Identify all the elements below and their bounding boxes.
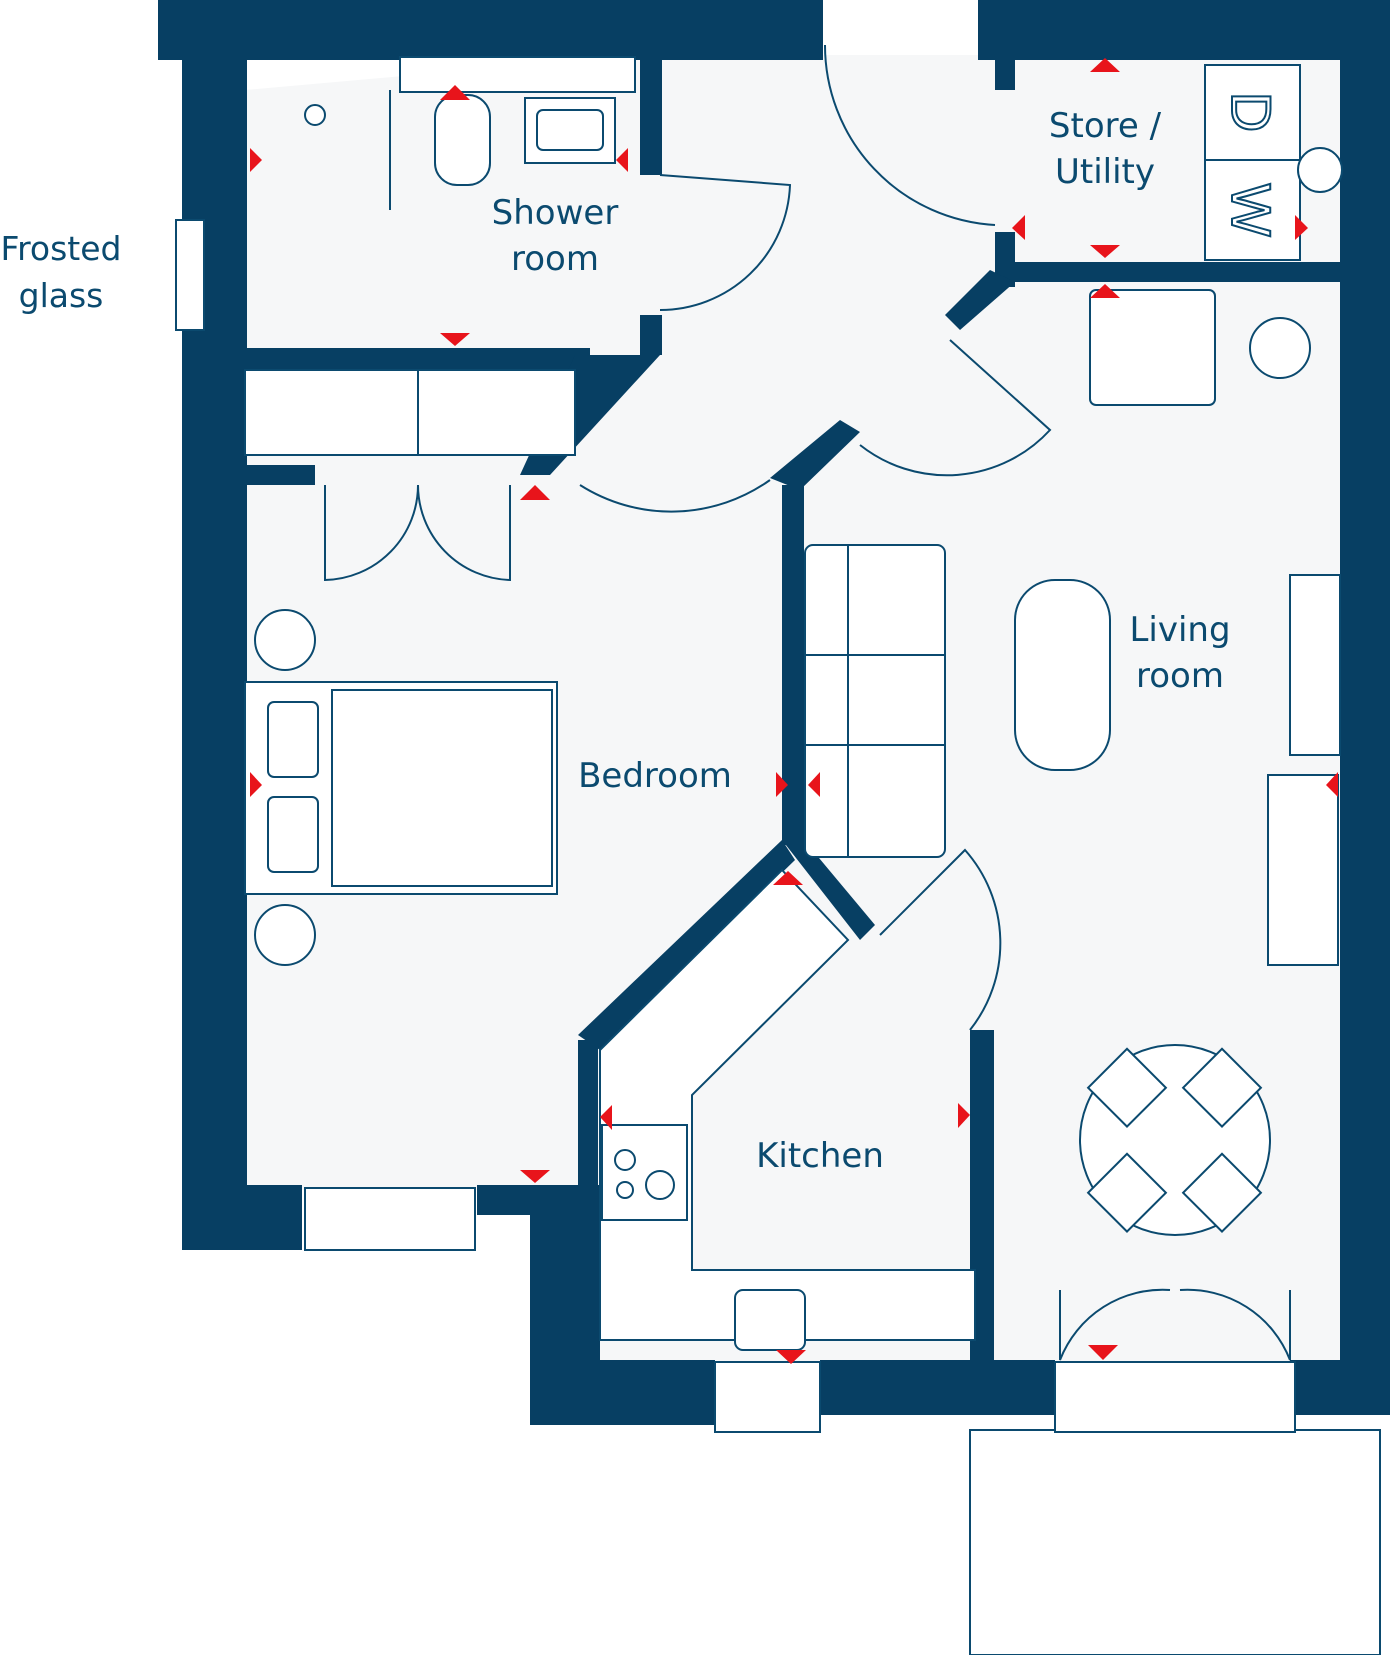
triangle-marker-icon bbox=[616, 148, 628, 172]
room-label-kitchen: Kitchen bbox=[756, 1136, 884, 1176]
triangle-marker-icon bbox=[440, 333, 470, 346]
sofa-icon bbox=[804, 544, 946, 858]
lamp-icon bbox=[254, 904, 316, 966]
triangle-marker-icon bbox=[808, 772, 820, 797]
store-line2: Utility bbox=[1054, 152, 1155, 192]
living-line2: room bbox=[1136, 656, 1224, 696]
triangle-marker-icon bbox=[440, 85, 470, 100]
washer-label: W bbox=[1220, 184, 1283, 237]
dryer-label: D bbox=[1220, 92, 1283, 132]
triangle-marker-icon bbox=[1088, 1345, 1118, 1360]
frosted-glass-note: Frosted glass bbox=[0, 225, 122, 319]
triangle-marker-icon bbox=[520, 1170, 550, 1183]
door-swing-icon bbox=[1179, 1288, 1291, 1361]
window-icon bbox=[1054, 1361, 1296, 1433]
window-icon bbox=[714, 1361, 821, 1433]
triangle-marker-icon bbox=[250, 148, 262, 172]
triangle-marker-icon bbox=[1090, 58, 1120, 72]
toilet-icon bbox=[434, 94, 491, 186]
room-label-living: Living room bbox=[1110, 607, 1250, 699]
room-label-store: Store / Utility bbox=[1025, 103, 1185, 195]
triangle-marker-icon bbox=[958, 1103, 970, 1128]
store-line1: Store / bbox=[1048, 106, 1162, 146]
door-swing-icon bbox=[324, 484, 419, 582]
hob-icon bbox=[601, 1124, 688, 1221]
triangle-marker-icon bbox=[776, 772, 788, 797]
shower-line1: Shower bbox=[491, 193, 619, 233]
shower-line2: room bbox=[511, 239, 599, 279]
door-swing-icon bbox=[823, 44, 996, 226]
triangle-marker-icon bbox=[1012, 215, 1025, 240]
sink-icon bbox=[734, 1289, 806, 1351]
windows bbox=[175, 219, 1296, 1433]
triangle-marker-icon bbox=[1090, 284, 1120, 298]
triangle-markers bbox=[250, 58, 1338, 1364]
lamp-icon bbox=[1249, 317, 1311, 379]
living-line1: Living bbox=[1129, 610, 1231, 650]
window-icon bbox=[304, 1187, 476, 1251]
door-swing-icon bbox=[579, 479, 771, 513]
triangle-marker-icon bbox=[776, 1350, 806, 1364]
triangle-marker-icon bbox=[250, 772, 262, 797]
triangle-marker-icon bbox=[773, 871, 803, 885]
door-swing-icon bbox=[659, 174, 792, 311]
room-label-bedroom: Bedroom bbox=[578, 756, 732, 796]
fixtures bbox=[244, 56, 1381, 1655]
frosted-line1: Frosted bbox=[0, 229, 122, 268]
door-swing-icon bbox=[1059, 1288, 1171, 1361]
frosted-line2: glass bbox=[18, 276, 104, 315]
door-swing-icon bbox=[859, 339, 1052, 477]
door-swing-icon bbox=[879, 848, 1002, 1031]
lamp-icon bbox=[254, 609, 316, 671]
room-label-shower: Shower room bbox=[470, 190, 640, 282]
walls bbox=[158, 0, 1390, 1425]
triangle-marker-icon bbox=[600, 1105, 612, 1130]
shower-icon bbox=[304, 104, 326, 126]
triangle-marker-icon bbox=[520, 485, 550, 500]
door-swing-icon bbox=[417, 484, 511, 582]
window-icon bbox=[175, 219, 205, 331]
triangle-marker-icon bbox=[1326, 772, 1338, 797]
triangle-marker-icon bbox=[1295, 215, 1308, 240]
triangle-marker-icon bbox=[1090, 245, 1120, 258]
armchair-icon bbox=[1089, 289, 1216, 406]
door-swings bbox=[324, 44, 1291, 1361]
